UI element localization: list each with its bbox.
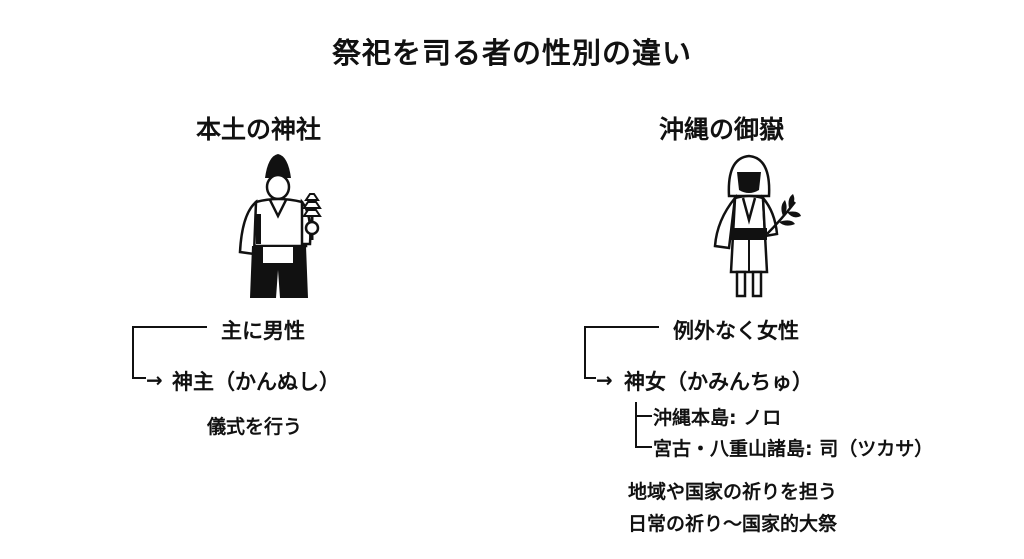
right-duty-line-2: 日常の祈り〜国家的大祭 [628, 513, 838, 535]
left-gender-label: 主に男性 [221, 319, 305, 343]
right-heading: 沖縄の御嶽 [659, 115, 785, 144]
right-bracket-line [584, 326, 659, 379]
shinto-priest-icon [238, 154, 322, 298]
left-heading: 本土の神社 [196, 115, 322, 144]
diagram-title: 祭祀を司る者の性別の違い [331, 36, 692, 70]
right-role-label: 神女（かみんちゅ） [624, 370, 813, 394]
tree-line-miyako [635, 416, 652, 448]
right-gender-label: 例外なく女性 [673, 319, 799, 343]
tree-line-okinawa [635, 402, 652, 417]
left-arrow: → [146, 368, 163, 392]
right-duty-line-1: 地域や国家の祈りを担う [628, 481, 838, 503]
left-bracket-line [132, 326, 207, 379]
right-arrow: → [596, 368, 613, 392]
priestess-icon [713, 154, 801, 298]
right-name-okinawa: 沖縄本島: ノロ [653, 407, 782, 429]
left-role-label: 神主（かんぬし） [172, 370, 340, 394]
right-name-miyako-yaeyama: 宮古・八重山諸島: 司（ツカサ） [653, 438, 934, 460]
left-duty-text: 儀式を行う [207, 416, 303, 438]
